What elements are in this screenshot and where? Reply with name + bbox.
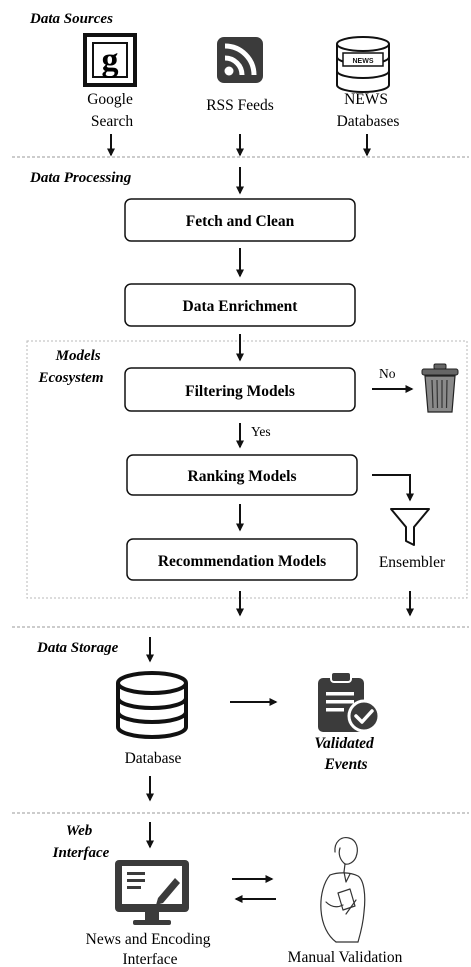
person-writing-icon: [320, 837, 366, 943]
validated-events-icon: [318, 671, 381, 733]
news-databases-label: NEWS Databases: [337, 91, 400, 130]
recommendation-models-box: [126, 538, 358, 581]
section-title-data-sources: Data Sources: [29, 11, 113, 27]
monitor-edit-icon: [115, 860, 189, 925]
yes-label: Yes: [251, 424, 271, 439]
database-icon: [116, 671, 188, 739]
models-ecosystem-title: Models Ecosystem: [38, 348, 105, 386]
filtering-models-label: Filtering Models: [185, 383, 295, 400]
fetch-and-clean-box: [124, 198, 356, 242]
arrow-ranking-to-ensembler: [372, 474, 414, 502]
google-icon: g: [83, 33, 137, 87]
ranking-models-label: Ranking Models: [188, 468, 297, 485]
svg-text:g: g: [102, 42, 119, 79]
section-title-data-storage: Data Storage: [36, 640, 119, 656]
data-enrichment-label: Data Enrichment: [183, 298, 299, 315]
no-label: No: [379, 366, 396, 381]
models-ecosystem-container: [26, 340, 468, 599]
recommendation-models-label: Recommendation Models: [158, 553, 326, 570]
database-label: Database: [125, 750, 182, 767]
news-database-icon: NEWS: [336, 36, 390, 93]
filtering-models-box: [124, 367, 356, 412]
rss-icon: [217, 37, 263, 83]
ensembler-label: Ensembler: [379, 554, 446, 571]
trash-can-icon: [421, 363, 459, 413]
validated-events-label: Validated Events: [314, 735, 377, 773]
funnel-icon: [390, 508, 430, 546]
ranking-models-box: [126, 454, 358, 496]
svg-text:NEWS: NEWS: [353, 58, 374, 65]
google-search-label: Google Search: [87, 91, 137, 130]
rss-feeds-label: RSS Feeds: [206, 97, 274, 114]
interface-label: News and Encoding Interface: [86, 931, 215, 967]
fetch-and-clean-label: Fetch and Clean: [186, 213, 295, 230]
manual-validation-label: Manual Validation: [288, 949, 403, 966]
section-title-data-processing: Data Processing: [29, 170, 132, 186]
data-enrichment-box: [124, 283, 356, 327]
section-title-web-interface: Web Interface: [52, 823, 110, 861]
